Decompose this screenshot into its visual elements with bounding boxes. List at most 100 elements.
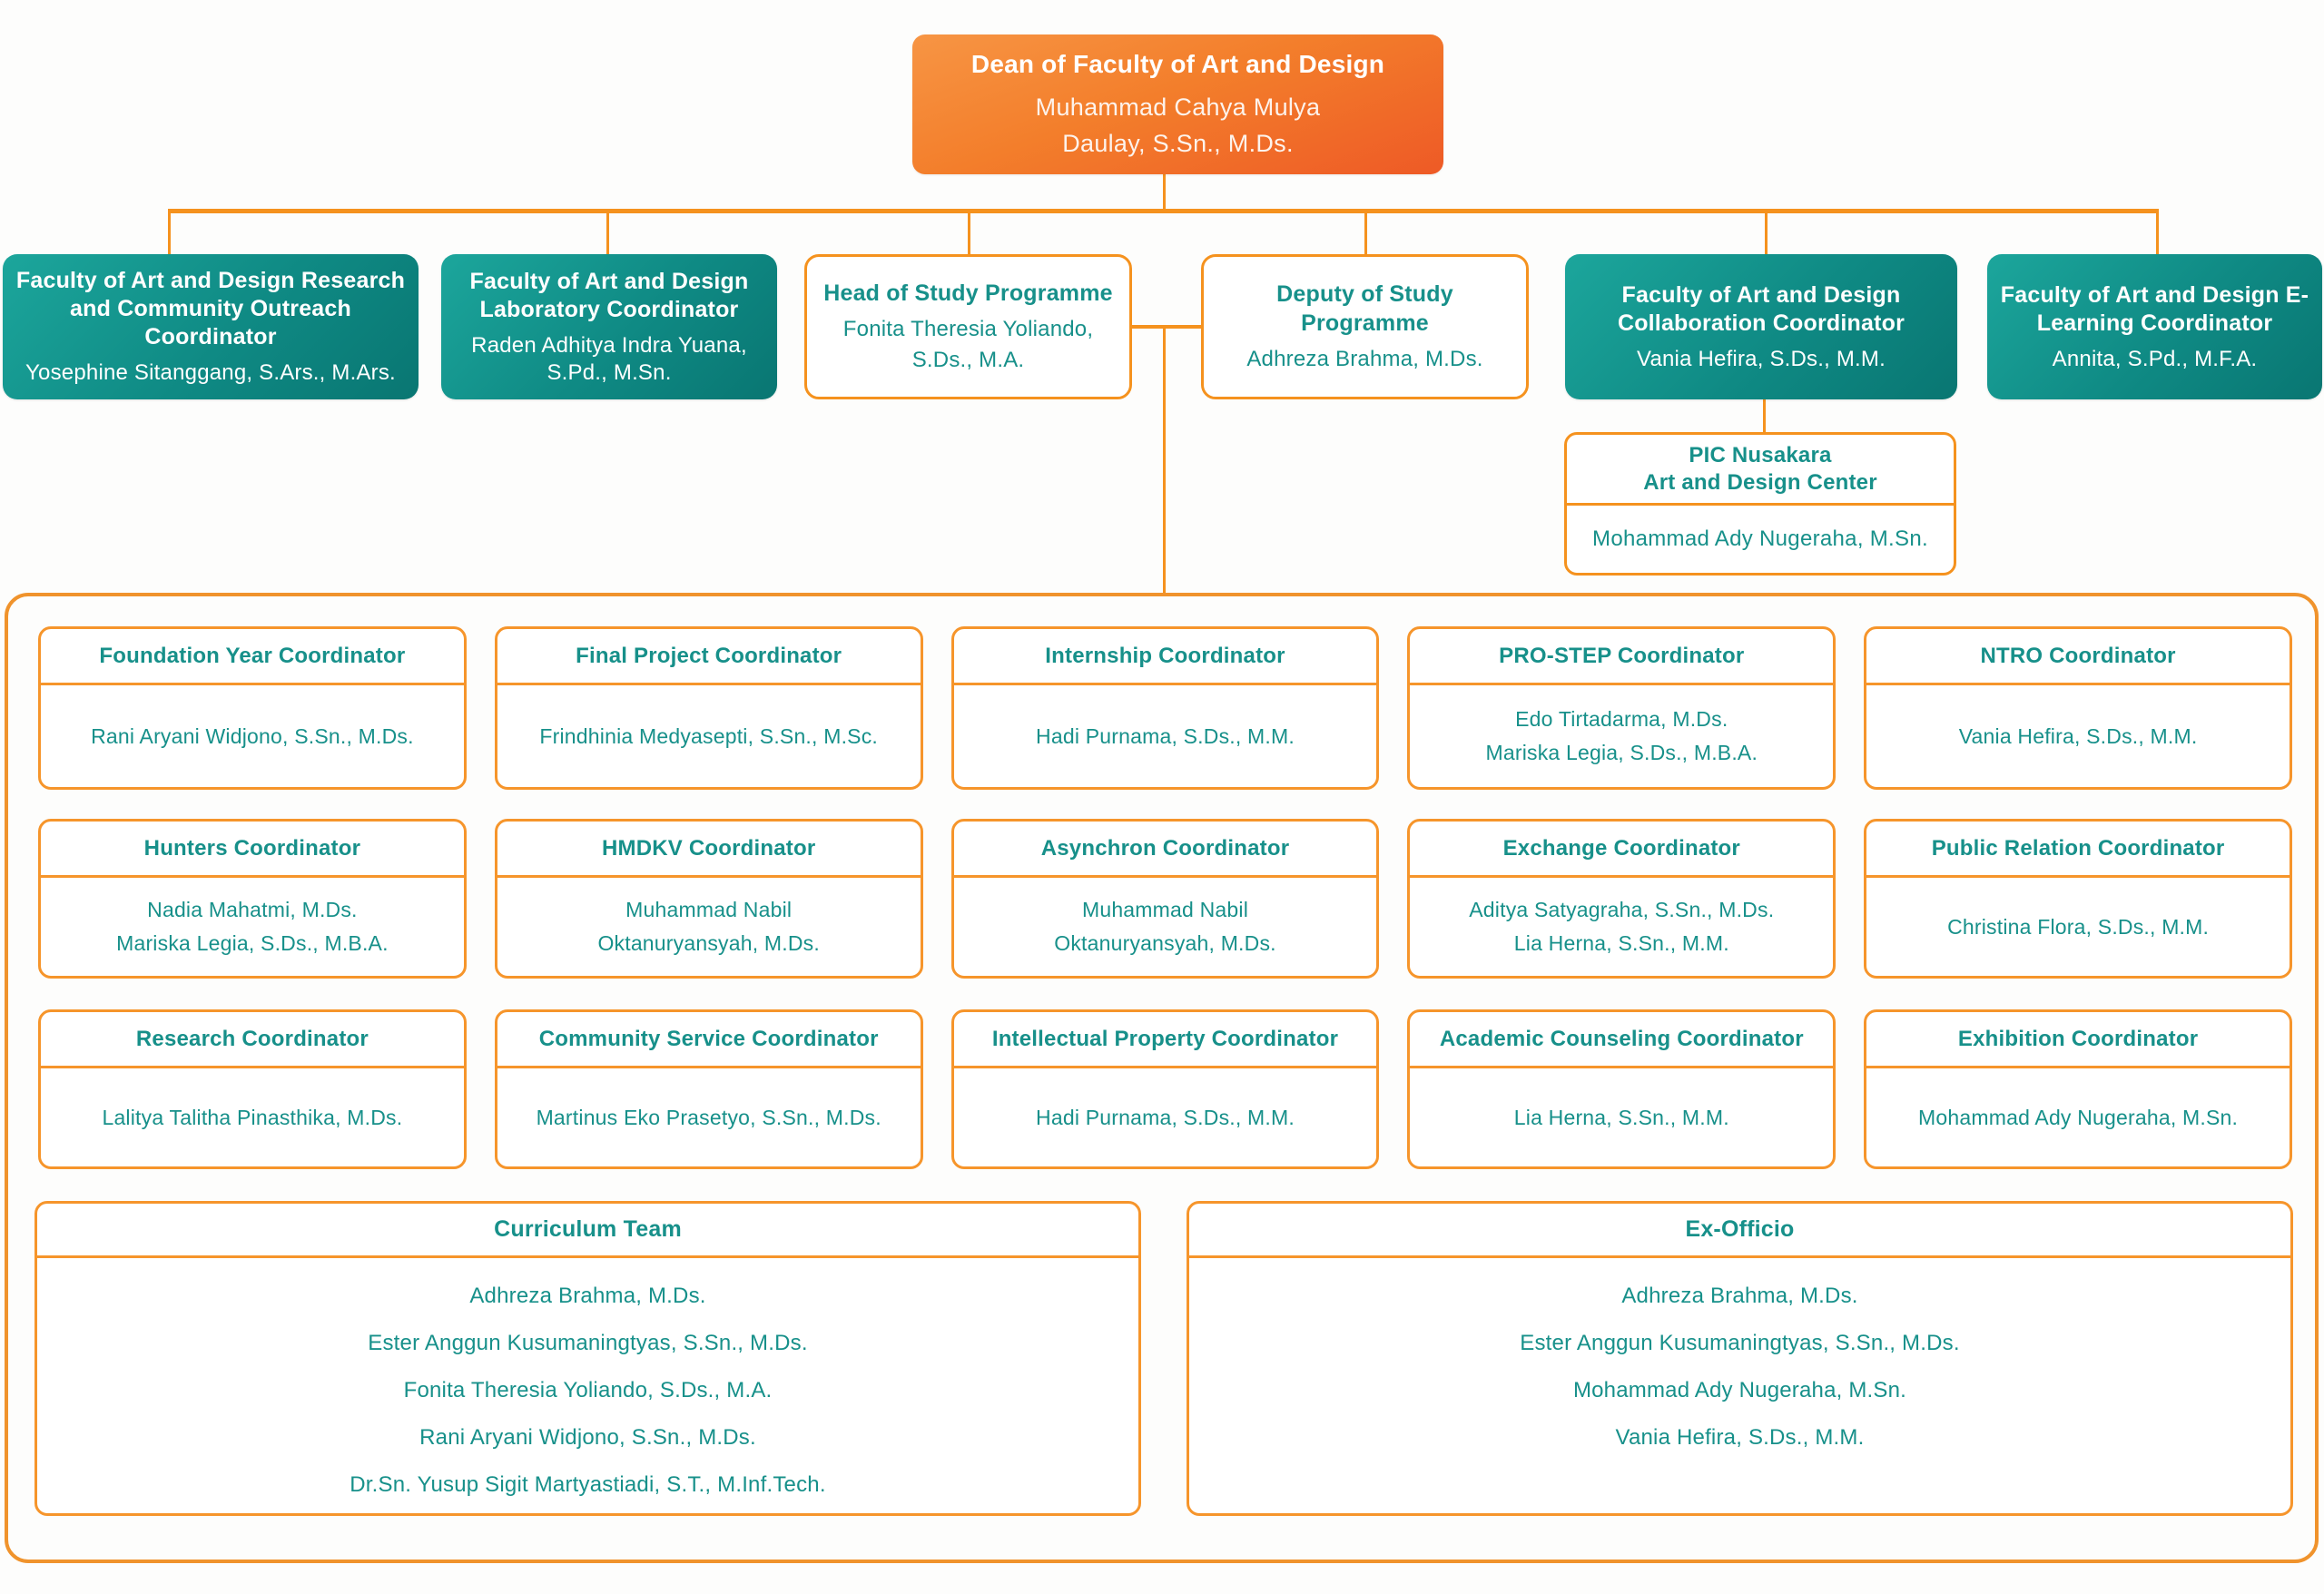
unit-person: Vania Hefira, S.Ds., M.M. [1958, 723, 2198, 748]
node-title: Faculty of Art and Design Collaboration … [1617, 281, 1905, 336]
unit-title: Intellectual Property Coordinator [953, 1012, 1377, 1068]
unit-names: Lalitya Talitha Pinasthika, M.Ds. [41, 1068, 464, 1166]
team-person: Mohammad Ady Nugeraha, M.Sn. [1572, 1378, 1907, 1402]
unit-title: Exchange Coordinator [1410, 822, 1834, 878]
unit-title: Final Project Coordinator [497, 629, 921, 685]
pic-title-line-1: PIC Nusakara [1689, 442, 1832, 467]
unit-person: Frindhinia Medyasepti, S.Sn., M.Sc. [539, 723, 878, 748]
node-deputy-of-study-programme: Deputy of Study Programme Adhreza Brahma… [1201, 254, 1529, 399]
unit-row-1: Foundation Year Coordinator Rani Aryani … [38, 626, 2292, 790]
unit-row-3: Research Coordinator Lalitya Talitha Pin… [38, 1009, 2292, 1169]
unit-person: Mariska Legia, S.Ds., M.B.A. [116, 931, 389, 955]
node-laboratory-coordinator: Faculty of Art and Design Laboratory Coo… [441, 254, 777, 399]
unit-names: Hadi Purnama, S.Ds., M.M. [954, 1068, 1377, 1166]
team-person: Fonita Theresia Yoliando, S.Ds., M.A. [403, 1378, 773, 1402]
unit-person: Muhammad Nabil [625, 898, 793, 921]
unit-person: Oktanuryansyah, M.Ds. [1054, 931, 1276, 955]
unit-title: Academic Counseling Coordinator [1410, 1012, 1834, 1068]
dean-title: Dean of Faculty of Art and Design [970, 49, 1385, 78]
unit-title: PRO-STEP Coordinator [1410, 629, 1834, 685]
unit-names: Hadi Purnama, S.Ds., M.M. [954, 685, 1377, 787]
unit-names: Aditya Satyagraha, S.Sn., M.Ds.Lia Herna… [1410, 878, 1833, 976]
connector-drop-6 [2156, 209, 2159, 254]
unit-person: Lia Herna, S.Sn., M.M. [1513, 1105, 1729, 1129]
unit-title: Internship Coordinator [953, 629, 1377, 685]
unit-names: Christina Flora, S.Ds., M.M. [1866, 878, 2290, 976]
connector-head-deputy-horizontal [1132, 325, 1201, 329]
unit-person: Aditya Satyagraha, S.Sn., M.Ds. [1469, 898, 1775, 921]
unit-title: Asynchron Coordinator [953, 822, 1377, 878]
node-person: Annita, S.Pd., M.F.A. [2052, 346, 2258, 371]
unit-card: Public Relation Coordinator Christina Fl… [1864, 819, 2292, 979]
unit-title: Foundation Year Coordinator [41, 629, 464, 685]
unit-person: Hadi Purnama, S.Ds., M.M. [1036, 1105, 1295, 1129]
unit-title: Research Coordinator [41, 1012, 464, 1068]
connector-dean-vertical [1163, 172, 1166, 212]
team-person: Ester Anggun Kusumaningtyas, S.Sn., M.Ds… [368, 1331, 808, 1355]
team-card: Ex-Officio Adhreza Brahma, M.Ds. Ester An… [1187, 1201, 2293, 1516]
team-person: Rani Aryani Widjono, S.Sn., M.Ds. [419, 1425, 756, 1450]
unit-person: Nadia Mahatmi, M.Ds. [147, 898, 358, 921]
unit-person: Mariska Legia, S.Ds., M.B.A. [1485, 741, 1758, 764]
team-person: Adhreza Brahma, M.Ds. [1621, 1284, 1858, 1308]
unit-card: Final Project Coordinator Frindhinia Med… [494, 626, 923, 790]
unit-person: Lalitya Talitha Pinasthika, M.Ds. [102, 1105, 403, 1129]
node-head-of-study-programme: Head of Study Programme Fonita Theresia … [804, 254, 1132, 399]
unit-person: Hadi Purnama, S.Ds., M.M. [1036, 723, 1295, 748]
unit-card: Academic Counseling Coordinator Lia Hern… [1407, 1009, 1837, 1169]
connector-collaboration-to-pic [1763, 399, 1766, 434]
node-title: Faculty of Art and Design E-Learning Coo… [2000, 281, 2309, 336]
unit-title: NTRO Coordinator [1866, 629, 2290, 685]
connector-drop-4 [1364, 212, 1367, 254]
team-person: Vania Hefira, S.Ds., M.M. [1615, 1425, 1865, 1450]
team-title: Curriculum Team [37, 1204, 1138, 1258]
unit-title: Community Service Coordinator [497, 1012, 921, 1068]
node-person: Adhreza Brahma, M.Ds. [1246, 346, 1483, 371]
unit-names: Martinus Eko Prasetyo, S.Sn., M.Ds. [497, 1068, 921, 1166]
pic-title-line-2: Art and Design Center [1643, 469, 1877, 495]
node-title: Deputy of Study Programme [1276, 280, 1453, 336]
connector-bus-horizontal [168, 209, 2159, 213]
team-person: Ester Anggun Kusumaningtyas, S.Sn., M.Ds… [1520, 1331, 1960, 1355]
unit-person: Martinus Eko Prasetyo, S.Sn., M.Ds. [536, 1105, 881, 1129]
unit-card: NTRO Coordinator Vania Hefira, S.Ds., M.… [1864, 626, 2292, 790]
unit-person: Christina Flora, S.Ds., M.M. [1947, 914, 2210, 939]
connector-programme-to-frame [1163, 325, 1166, 595]
node-collaboration-coordinator: Faculty of Art and Design Collaboration … [1565, 254, 1957, 399]
node-person: Yosephine Sitanggang, S.Ars., M.Ars. [25, 360, 396, 385]
node-title: Head of Study Programme [823, 280, 1113, 306]
teams-row: Curriculum Team Adhreza Brahma, M.Ds. Est… [34, 1201, 2293, 1516]
node-title: Faculty of Art and Design Laboratory Coo… [469, 268, 749, 322]
dean-node: Dean of Faculty of Art and Design Muhamm… [912, 34, 1443, 174]
team-names: Adhreza Brahma, M.Ds. Ester Anggun Kusuma… [1189, 1258, 2290, 1513]
node-elearning-coordinator: Faculty of Art and Design E-Learning Coo… [1987, 254, 2322, 399]
unit-card: Intellectual Property Coordinator Hadi P… [950, 1009, 1380, 1169]
unit-names: Rani Aryani Widjono, S.Sn., M.Ds. [41, 685, 464, 787]
team-person: Adhreza Brahma, M.Ds. [469, 1284, 706, 1308]
node-person: Raden Adhitya Indra Yuana, S.Pd., M.Sn. [471, 332, 747, 385]
team-names: Adhreza Brahma, M.Ds. Ester Anggun Kusuma… [37, 1258, 1138, 1513]
unit-person: Rani Aryani Widjono, S.Sn., M.Ds. [91, 723, 414, 748]
unit-title: Hunters Coordinator [41, 822, 464, 878]
node-pic-nusakara: PIC Nusakara Art and Design Center Moham… [1564, 432, 1956, 576]
team-title: Ex-Officio [1189, 1204, 2290, 1258]
unit-names: Nadia Mahatmi, M.Ds. Mariska Legia, S.Ds.… [41, 878, 464, 976]
dean-name-line-1: Muhammad Cahya Mulya [1035, 93, 1321, 121]
unit-card: Foundation Year Coordinator Rani Aryani … [38, 626, 467, 790]
connector-drop-5 [1765, 212, 1768, 254]
node-title: Faculty of Art and Design Research and C… [15, 268, 406, 349]
team-card: Curriculum Team Adhreza Brahma, M.Ds. Est… [34, 1201, 1141, 1516]
unit-person: Mohammad Ady Nugeraha, M.Sn. [1918, 1105, 2239, 1129]
unit-card: Exchange Coordinator Aditya Satyagraha, … [1407, 819, 1837, 979]
unit-card: Research Coordinator Lalitya Talitha Pin… [38, 1009, 467, 1169]
dean-name-line-2: Daulay, S.Sn., M.Ds. [1062, 129, 1294, 157]
unit-names: Frindhinia Medyasepti, S.Sn., M.Sc. [497, 685, 921, 787]
unit-title: Public Relation Coordinator [1866, 822, 2290, 878]
unit-names: Edo Tirtadarma, M.Ds.Mariska Legia, S.Ds… [1410, 685, 1833, 787]
unit-title: Exhibition Coordinator [1866, 1012, 2290, 1068]
